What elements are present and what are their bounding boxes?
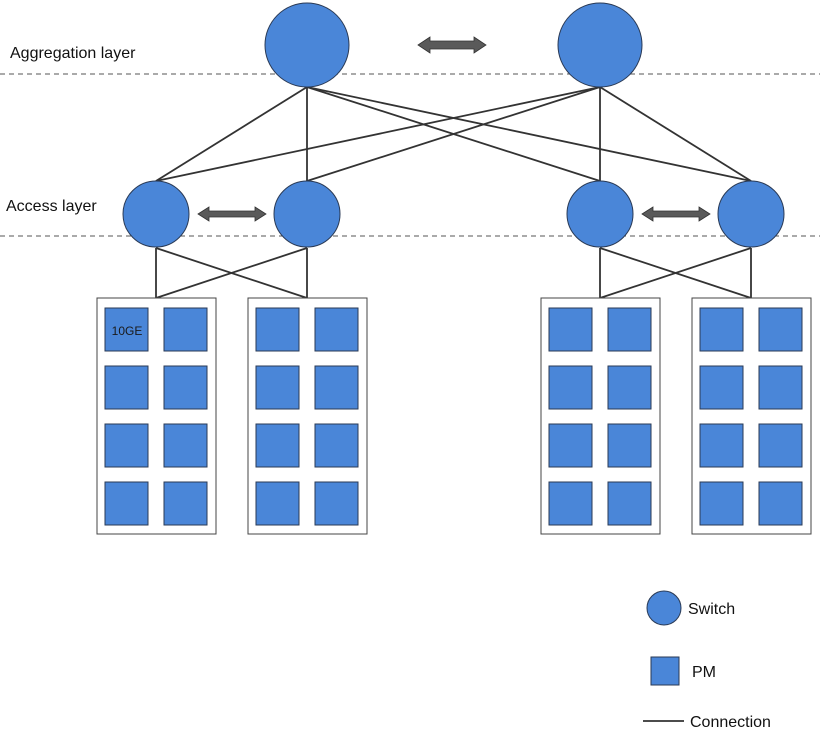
aggregation-layer-label: Aggregation layer <box>10 45 136 62</box>
double-arrow-icon <box>197 206 267 222</box>
access-switch-2[interactable] <box>273 180 341 248</box>
access-layer-label: Access layer <box>6 198 97 215</box>
pm-server[interactable] <box>104 481 149 526</box>
connection-line <box>155 86 601 182</box>
connection-line <box>306 86 601 182</box>
aggregation-switch-2[interactable] <box>557 2 643 88</box>
connection-line <box>155 86 308 182</box>
connection-line <box>599 247 752 299</box>
pm-server[interactable] <box>607 365 652 410</box>
pm-server[interactable] <box>699 365 744 410</box>
pm-server[interactable] <box>699 481 744 526</box>
aggregation-access-connections <box>155 86 752 182</box>
pm-server[interactable] <box>758 481 803 526</box>
server-racks <box>96 297 812 535</box>
pm-server[interactable] <box>255 365 300 410</box>
pm-server[interactable] <box>255 307 300 352</box>
pm-label: 10GE <box>112 324 143 338</box>
double-arrow-icon <box>641 206 711 222</box>
connection-line <box>155 247 308 299</box>
pm-server[interactable] <box>163 307 208 352</box>
pm-server[interactable] <box>699 423 744 468</box>
pm-server[interactable] <box>607 423 652 468</box>
pm-server[interactable] <box>607 307 652 352</box>
pm-server[interactable] <box>104 307 149 352</box>
pm-server[interactable] <box>314 365 359 410</box>
pm-server[interactable] <box>758 307 803 352</box>
connection-line <box>306 86 752 182</box>
pm-server[interactable] <box>758 365 803 410</box>
pm-server[interactable] <box>163 365 208 410</box>
pm-server[interactable] <box>314 423 359 468</box>
access-switch-3[interactable] <box>566 180 634 248</box>
access-switch-1[interactable] <box>122 180 190 248</box>
connection-line <box>599 86 752 182</box>
legend-switch-label: Switch <box>688 601 735 618</box>
pm-server[interactable] <box>548 423 593 468</box>
pm-server[interactable] <box>163 481 208 526</box>
pm-server[interactable] <box>163 423 208 468</box>
pm-server[interactable] <box>104 365 149 410</box>
legend-switch-icon <box>646 590 682 626</box>
pm-server[interactable] <box>255 481 300 526</box>
pm-server[interactable] <box>758 423 803 468</box>
pm-server[interactable] <box>104 423 149 468</box>
double-arrow-icon <box>417 36 487 54</box>
pm-server[interactable] <box>699 307 744 352</box>
pm-server[interactable] <box>314 481 359 526</box>
legend-connection-label: Connection <box>690 714 771 731</box>
pm-server[interactable] <box>548 307 593 352</box>
legend-pm-icon <box>650 656 680 686</box>
pm-server[interactable] <box>548 365 593 410</box>
aggregation-switch-1[interactable] <box>264 2 350 88</box>
pm-server[interactable] <box>548 481 593 526</box>
pm-server[interactable] <box>314 307 359 352</box>
access-switch-4[interactable] <box>717 180 785 248</box>
legend-pm-label: PM <box>692 664 716 681</box>
access-rack-connections <box>155 247 752 299</box>
pm-server[interactable] <box>255 423 300 468</box>
pm-server[interactable] <box>607 481 652 526</box>
